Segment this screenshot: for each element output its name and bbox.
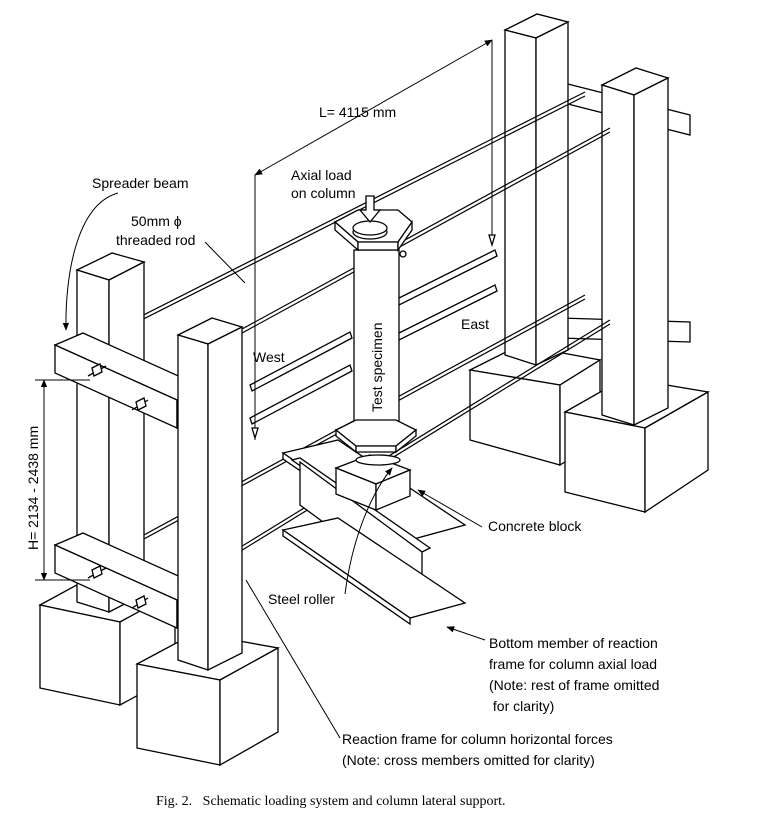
spreader-beam-label: Spreader beam — [92, 175, 189, 191]
span-label: L= 4115 mm — [319, 104, 396, 120]
bottom-member-label-line2: frame for column axial load — [489, 656, 657, 672]
height-dimension — [35, 379, 90, 581]
labels: L= 4115 mm Axial load on column Spreader… — [25, 104, 659, 809]
bottom-member-label-line4: for clarity) — [489, 698, 554, 714]
reaction-frame-label-line1: Reaction frame for column horizontal for… — [342, 731, 613, 747]
figure-caption: Fig. 2. Schematic loading system and col… — [156, 794, 506, 809]
east-reaction-frame — [467, 13, 710, 514]
steel-roller-label: Steel roller — [268, 591, 335, 607]
reaction-frame-label-line2: (Note: cross members omitted for clarity… — [342, 752, 595, 768]
east-label: East — [461, 316, 489, 332]
leader-lines — [62, 192, 486, 739]
concrete-block — [334, 454, 412, 511]
axial-load-label-line2: on column — [291, 185, 356, 201]
span-dimension — [251, 39, 496, 441]
axial-load-arrow — [358, 195, 382, 224]
west-label: West — [253, 349, 285, 365]
test-specimen-label: Test specimen — [369, 323, 385, 412]
concrete-block-label: Concrete block — [488, 518, 582, 534]
threaded-rod-label-line1: 50mm ϕ — [131, 213, 182, 229]
height-label: H= 2134 - 2438 mm — [25, 426, 41, 550]
threaded-rod-label-line2: threaded rod — [116, 232, 195, 248]
west-reaction-frame — [38, 252, 280, 767]
bottom-member-label-line3: (Note: rest of frame omitted — [489, 677, 659, 693]
test-specimen-column — [333, 209, 418, 466]
axial-load-label-line1: Axial load — [291, 167, 352, 183]
bottom-member-i-beam — [281, 439, 467, 626]
bottom-member-label-line1: Bottom member of reaction — [489, 635, 658, 651]
